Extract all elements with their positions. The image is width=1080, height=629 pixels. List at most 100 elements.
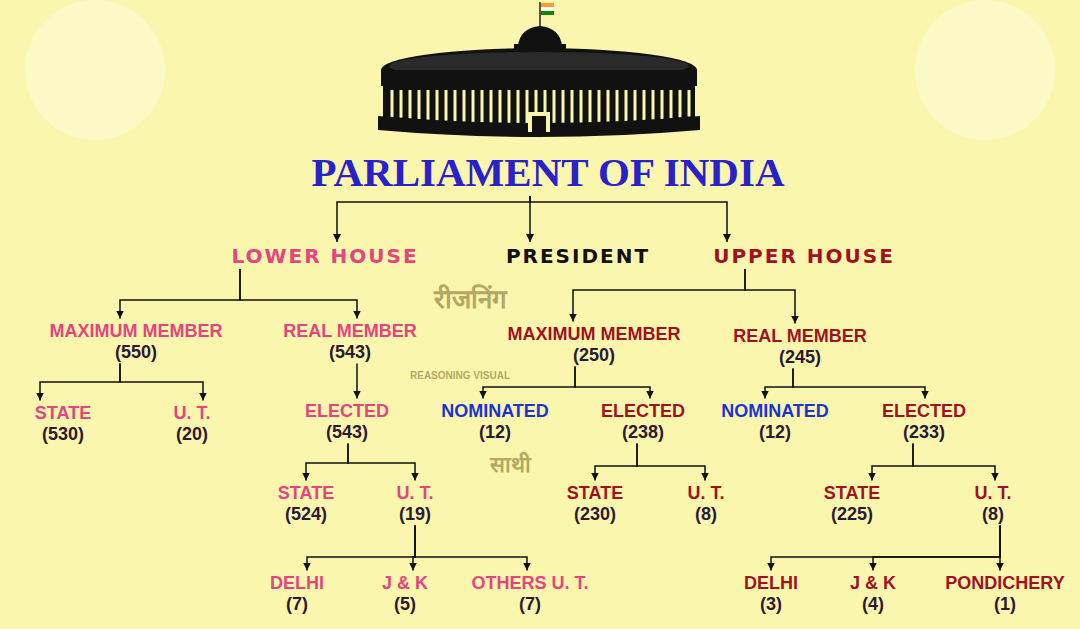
node-label: U. T. bbox=[396, 483, 433, 504]
tree-connector bbox=[240, 269, 357, 319]
tree-connector bbox=[348, 444, 415, 481]
member-group: STATE(530) bbox=[32, 402, 94, 446]
node-label: ELECTED bbox=[882, 401, 966, 422]
member-group: J & K(4) bbox=[847, 572, 899, 616]
member-group: U. T.(8) bbox=[684, 482, 727, 526]
node-label: MAXIMUM MEMBER bbox=[50, 321, 223, 342]
member-count: (5) bbox=[382, 594, 428, 615]
member-group: PONDICHERY(1) bbox=[942, 572, 1067, 616]
member-group: DELHI(3) bbox=[741, 572, 801, 616]
node-label: OTHERS U. T. bbox=[471, 573, 588, 594]
node-label: J & K bbox=[850, 573, 896, 594]
member-count: (12) bbox=[721, 422, 829, 443]
tree-connector bbox=[872, 444, 913, 481]
member-count: (250) bbox=[508, 345, 681, 366]
member-count: (550) bbox=[50, 342, 223, 363]
node-label: REAL MEMBER bbox=[733, 326, 867, 347]
node-label: STATE bbox=[35, 403, 91, 424]
node-label: NOMINATED bbox=[721, 401, 829, 422]
tree-connector bbox=[120, 269, 240, 319]
node-label: MAXIMUM MEMBER bbox=[508, 324, 681, 345]
house-label: PRESIDENT bbox=[503, 243, 653, 269]
node-label: PONDICHERY bbox=[945, 573, 1064, 594]
tree-connector bbox=[573, 269, 745, 322]
node-label: LOWER HOUSE bbox=[231, 244, 418, 268]
watermark-text: साथी bbox=[490, 452, 531, 477]
tree-connector bbox=[595, 444, 637, 481]
member-count: (7) bbox=[270, 594, 324, 615]
member-group: STATE(524) bbox=[275, 482, 337, 526]
house-label: UPPER HOUSE bbox=[710, 243, 898, 269]
member-count: (530) bbox=[35, 424, 91, 445]
tree-connector bbox=[999, 526, 1001, 571]
node-label: UPPER HOUSE bbox=[713, 244, 895, 268]
member-count: (3) bbox=[744, 594, 798, 615]
member-count: (543) bbox=[283, 342, 417, 363]
member-count: (238) bbox=[601, 422, 685, 443]
member-group: REAL MEMBER(543) bbox=[280, 320, 420, 364]
tree-connector bbox=[913, 444, 995, 481]
watermark-text: रीजनिंग bbox=[434, 285, 507, 315]
node-label: PARLIAMENT OF INDIA bbox=[311, 149, 784, 195]
node-label: DELHI bbox=[744, 573, 798, 594]
member-count: (20) bbox=[173, 424, 210, 445]
member-group: STATE(225) bbox=[821, 482, 883, 526]
house-label: LOWER HOUSE bbox=[228, 243, 421, 269]
tree-connector bbox=[637, 444, 705, 481]
node-label: PRESIDENT bbox=[506, 244, 650, 268]
member-group: OTHERS U. T.(7) bbox=[468, 572, 591, 616]
member-count: (19) bbox=[396, 504, 433, 525]
member-group: NOMINATED(12) bbox=[718, 400, 832, 444]
node-label: STATE bbox=[824, 483, 880, 504]
corner-glow bbox=[915, 0, 1055, 140]
tree-connector bbox=[530, 196, 727, 242]
member-count: (12) bbox=[441, 422, 549, 443]
member-count: (7) bbox=[471, 594, 588, 615]
tree-connector bbox=[356, 364, 358, 399]
diagram-title: PARLIAMENT OF INDIA bbox=[308, 148, 787, 196]
member-group: J & K(5) bbox=[379, 572, 431, 616]
parliament-building bbox=[378, 2, 700, 137]
corner-glow bbox=[25, 0, 165, 140]
member-count: (245) bbox=[733, 347, 867, 368]
tree-connector bbox=[771, 526, 1000, 571]
node-label: J & K bbox=[382, 573, 428, 594]
node-label: REAL MEMBER bbox=[283, 321, 417, 342]
member-count: (1) bbox=[945, 594, 1064, 615]
member-group: MAXIMUM MEMBER(550) bbox=[47, 320, 226, 364]
tree-connector bbox=[765, 369, 793, 399]
member-count: (4) bbox=[850, 594, 896, 615]
tree-connector bbox=[793, 369, 925, 399]
member-group: U. T.(19) bbox=[393, 482, 436, 526]
tree-connector bbox=[337, 196, 530, 242]
node-label: ELECTED bbox=[601, 401, 685, 422]
node-label: DELHI bbox=[270, 573, 324, 594]
member-count: (543) bbox=[305, 422, 389, 443]
member-group: REAL MEMBER(245) bbox=[730, 325, 870, 369]
tree-connector bbox=[40, 364, 120, 401]
node-label: U. T. bbox=[687, 483, 724, 504]
member-group: ELECTED(543) bbox=[302, 400, 392, 444]
tree-connector bbox=[529, 196, 531, 242]
node-label: U. T. bbox=[974, 483, 1011, 504]
node-label: U. T. bbox=[173, 403, 210, 424]
node-label: STATE bbox=[278, 483, 334, 504]
member-group: DELHI(7) bbox=[267, 572, 327, 616]
tree-connector bbox=[575, 367, 650, 399]
member-count: (8) bbox=[974, 504, 1011, 525]
member-count: (233) bbox=[882, 422, 966, 443]
member-group: U. T.(20) bbox=[170, 402, 213, 446]
member-count: (230) bbox=[567, 504, 623, 525]
member-count: (524) bbox=[278, 504, 334, 525]
member-group: NOMINATED(12) bbox=[438, 400, 552, 444]
member-count: (225) bbox=[824, 504, 880, 525]
node-label: NOMINATED bbox=[441, 401, 549, 422]
watermark-text: REASONING VISUAL bbox=[410, 370, 510, 382]
member-group: MAXIMUM MEMBER(250) bbox=[505, 323, 684, 367]
member-group: STATE(230) bbox=[564, 482, 626, 526]
tree-connector bbox=[873, 526, 1000, 571]
tree-connector bbox=[306, 444, 348, 481]
member-group: ELECTED(233) bbox=[879, 400, 969, 444]
